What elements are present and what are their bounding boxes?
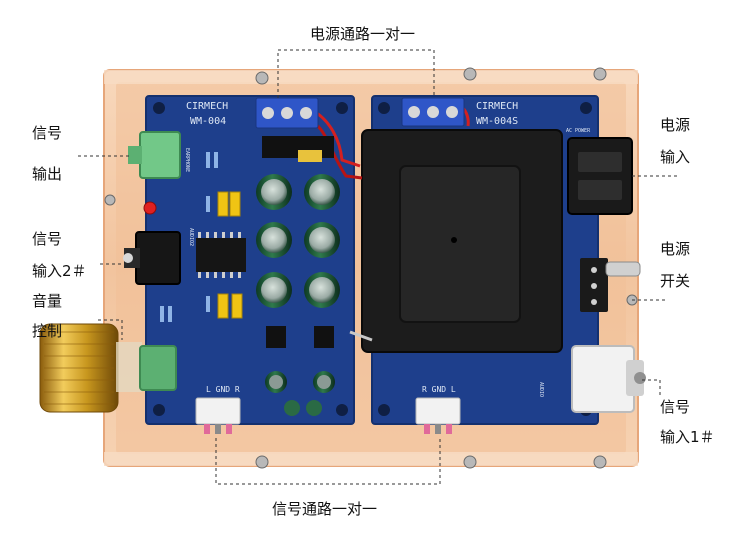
volume-label-2: 控制 (32, 322, 63, 340)
transformer (361, 129, 563, 353)
signal-output-label-1: 信号 (32, 124, 63, 142)
power-input-label-1: 电源 (660, 116, 691, 134)
power-path-label: 电源通路一对一 (310, 25, 416, 43)
right-audio-silk: AUDIO (538, 382, 544, 397)
right-acpower-silk: AC POWER (566, 128, 591, 134)
ac-power-socket (567, 137, 633, 215)
fuse (298, 150, 322, 162)
power-switch (580, 258, 641, 312)
ic-chip (196, 232, 246, 278)
terminal-left (255, 97, 319, 129)
left-earphone-silk: EARPHONE (184, 148, 190, 172)
left-brand-text: CIRMECH (186, 101, 228, 112)
right-bottom-port (415, 397, 461, 434)
film-capacitors (217, 191, 243, 319)
left-audio-silk: AUDIO2 (188, 228, 194, 246)
signal-input2-jack (123, 231, 181, 285)
left-port-labels: L GND R (206, 385, 240, 394)
signal-output-label-2: 输出 (32, 165, 63, 183)
left-bottom-port (195, 397, 241, 434)
callout-lines (78, 49, 680, 485)
signal-input1-jack (571, 345, 646, 413)
volume-knob (39, 323, 177, 413)
case-screws (104, 67, 638, 469)
power-switch-label-2: 开关 (660, 272, 691, 290)
signal-input2-label-1: 信号 (32, 230, 63, 248)
right-port-labels: R GND L (422, 385, 456, 394)
signal-input1-label-1: 信号 (660, 398, 691, 416)
left-model-text: WM-004 (190, 116, 226, 127)
signal-output-jack (128, 131, 181, 179)
signal-input1-label-2: 输入1＃ (660, 428, 715, 446)
regulators (266, 326, 334, 348)
capacitor-bank (256, 174, 340, 416)
power-input-label-2: 输入 (660, 148, 691, 166)
power-switch-label-1: 电源 (660, 240, 691, 258)
right-model-text: WM-004S (476, 116, 518, 127)
resistors (160, 152, 218, 322)
led-indicator (143, 201, 157, 215)
terminal-right (401, 97, 465, 127)
signal-path-label: 信号通路一对一 (272, 500, 378, 518)
signal-input2-label-2: 输入2＃ (32, 262, 87, 280)
volume-label-1: 音量 (32, 292, 63, 310)
right-brand-text: CIRMECH (476, 101, 518, 112)
pcb-left: CIRMECH WM-004 EARPHONE AUDIO2 L GND R (145, 95, 355, 425)
